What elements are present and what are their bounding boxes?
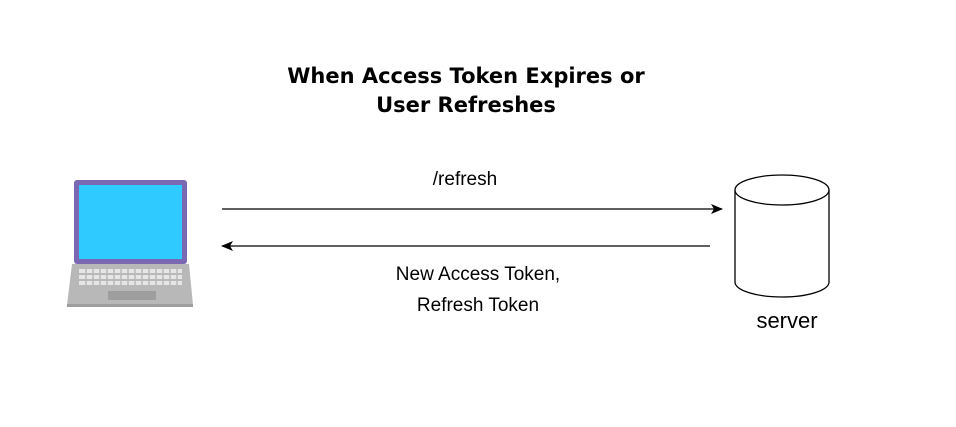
response-label-line-2: Refresh Token bbox=[416, 295, 540, 316]
title-line-2: User Refreshes bbox=[376, 93, 556, 117]
database-cylinder-icon bbox=[734, 174, 830, 298]
diagram-title: When Access Token Expires or User Refres… bbox=[216, 62, 716, 120]
laptop-touchpad bbox=[108, 291, 156, 300]
title-line-1: When Access Token Expires or bbox=[287, 64, 645, 88]
laptop-icon bbox=[67, 180, 193, 307]
laptop-keyboard bbox=[79, 269, 182, 285]
server-label: server bbox=[756, 308, 818, 333]
request-label: /refresh bbox=[432, 169, 498, 190]
response-label: New Access Token, Refresh Token bbox=[370, 259, 586, 321]
response-label-line-1: New Access Token, bbox=[395, 264, 561, 285]
